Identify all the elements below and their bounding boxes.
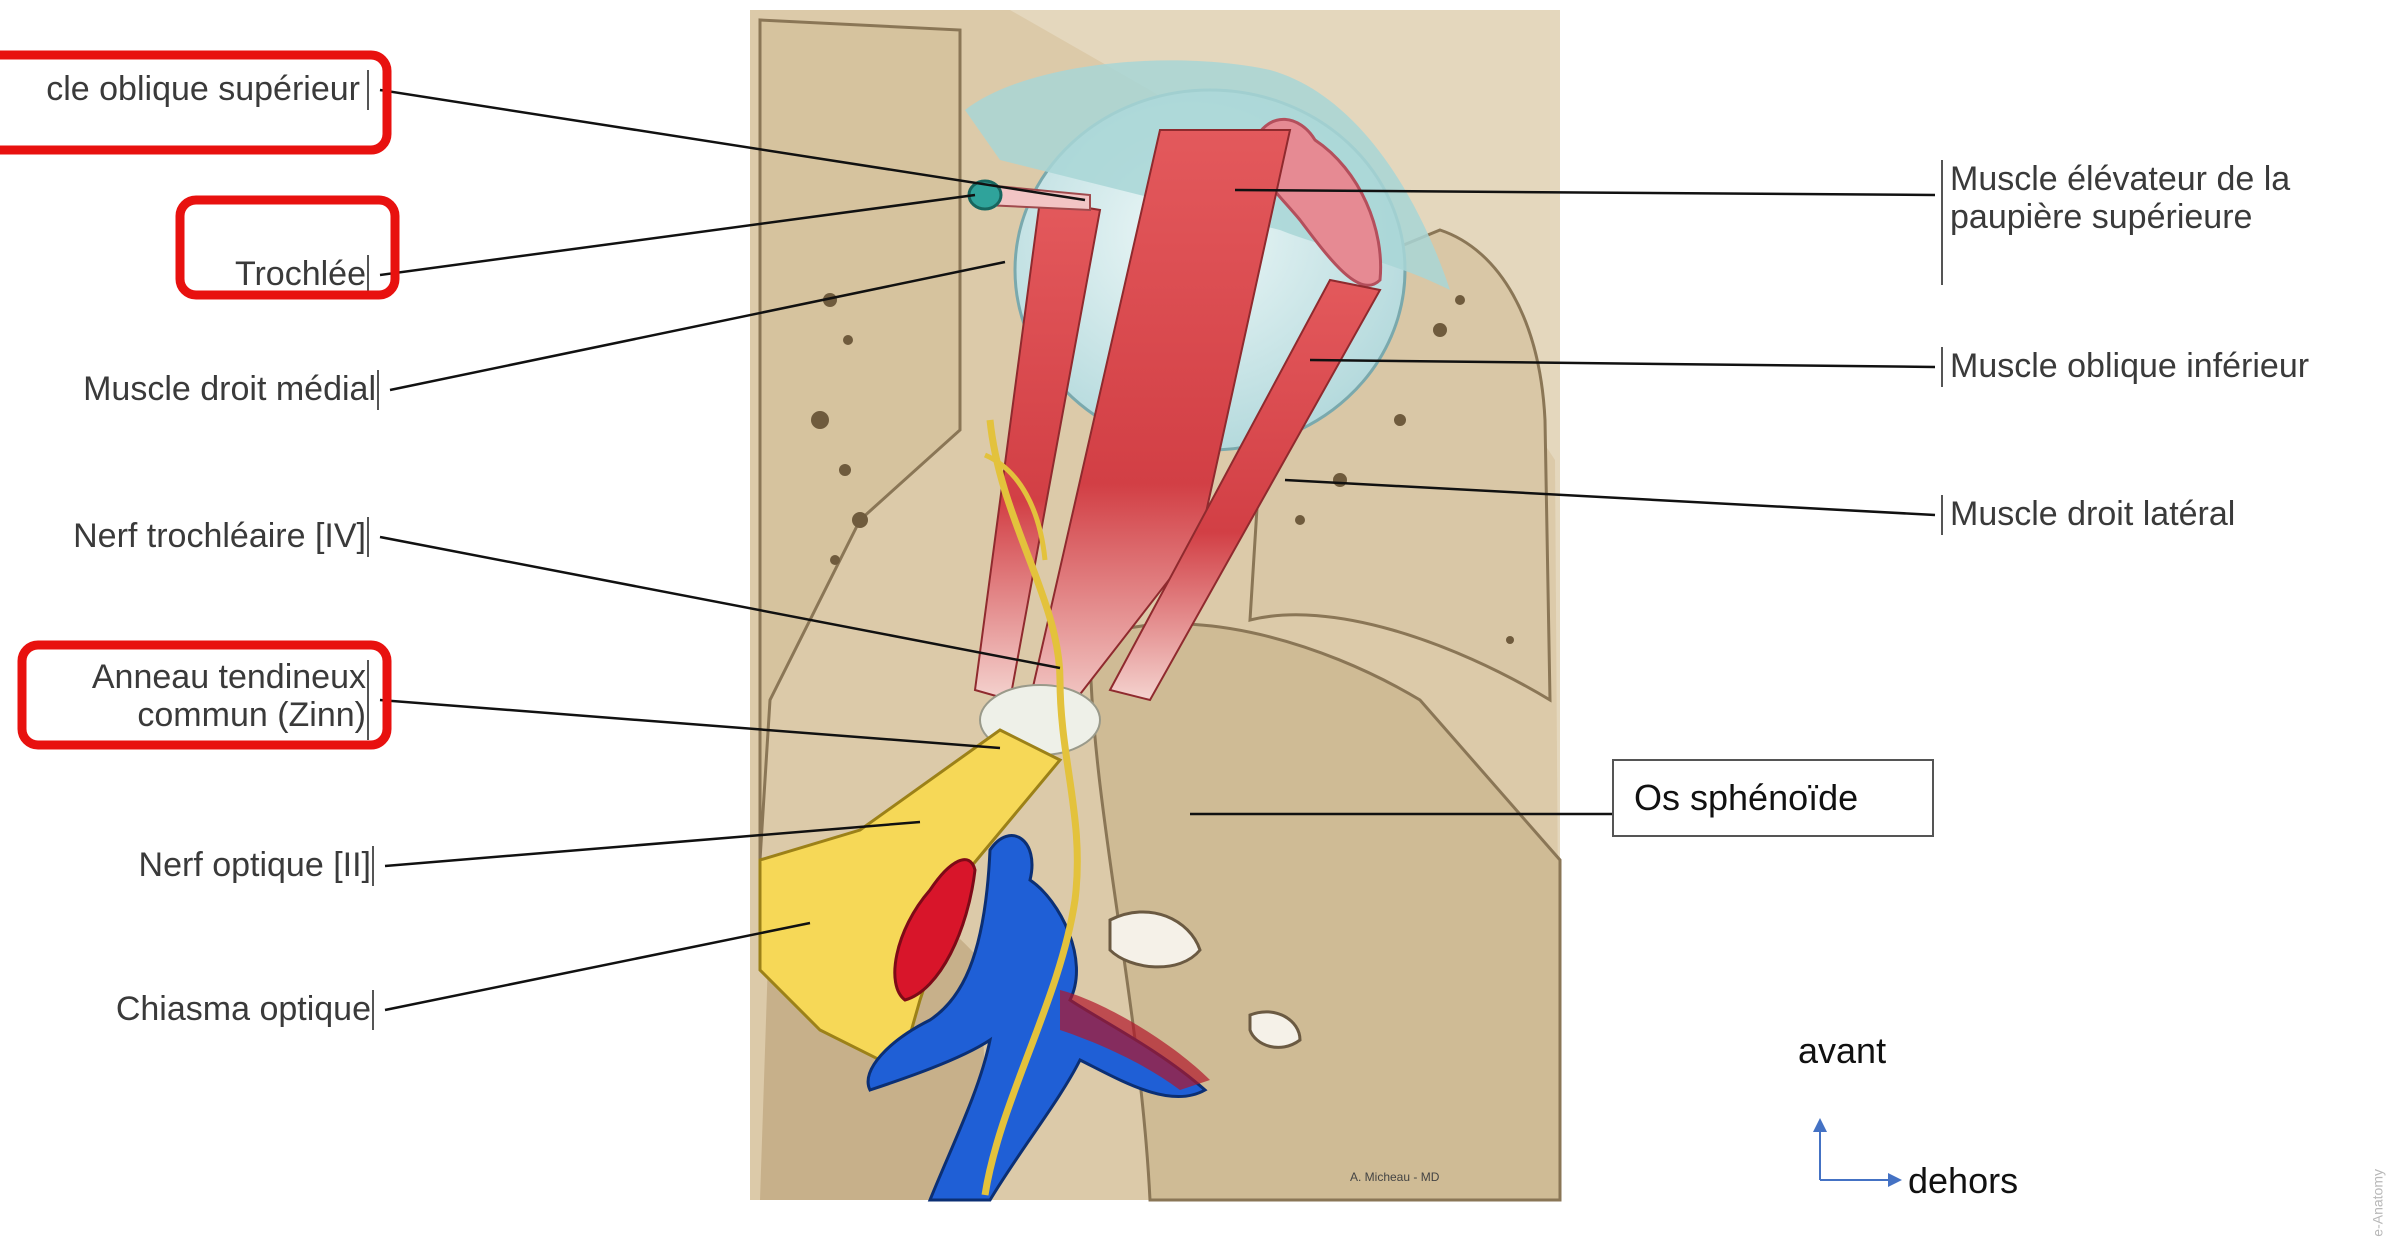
- label-anneau-line2: commun (Zinn): [137, 696, 366, 734]
- label-chiasma-optique: Chiasma optique: [116, 990, 371, 1028]
- orientation-dehors: dehors: [1908, 1160, 2018, 1202]
- label-muscle-oblique-superieur: cle oblique supérieur: [46, 70, 360, 108]
- watermark: e-Anatomy: [2370, 1169, 2386, 1237]
- label-nerf-trochleaire: Nerf trochléaire [IV]: [73, 517, 366, 555]
- label-elevateur-line2: paupière supérieure: [1950, 198, 2252, 236]
- label-muscle-droit-lateral: Muscle droit latéral: [1950, 495, 2235, 533]
- orientation-arrows: [1813, 1118, 1902, 1187]
- label-trochlee: Trochlée: [235, 255, 366, 293]
- label-anneau-line1: Anneau tendineux: [92, 658, 366, 696]
- label-muscle-droit-medial: Muscle droit médial: [83, 370, 376, 408]
- label-os-sphenoide: Os sphénoïde: [1612, 759, 1934, 837]
- anatomy-figure: cle oblique supérieur Trochlée Muscle dr…: [0, 0, 2386, 1209]
- label-muscle-oblique-inferieur: Muscle oblique inférieur: [1950, 347, 2309, 385]
- illustration-credit: A. Micheau - MD: [1350, 1170, 1439, 1184]
- label-nerf-optique: Nerf optique [II]: [139, 846, 371, 884]
- orientation-avant: avant: [1798, 1030, 1886, 1072]
- label-elevateur-line1: Muscle élévateur de la: [1950, 160, 2290, 198]
